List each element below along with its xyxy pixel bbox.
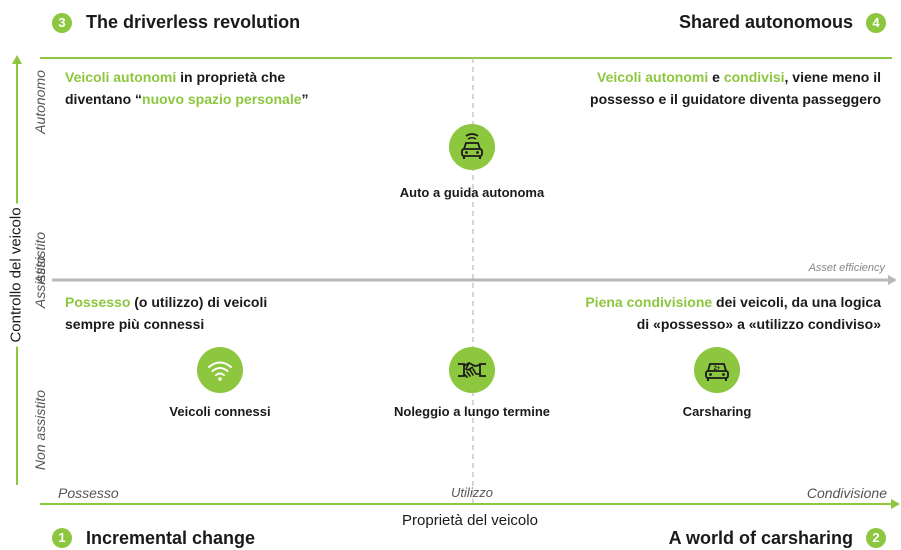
q3-desc-text-1: in proprietà che	[176, 69, 286, 85]
autonomous-car-label: Auto a guida autonoma	[399, 185, 545, 200]
quadrant-4-description: Veicoli autonomi e condivisi, viene meno…	[461, 66, 881, 110]
q4-desc-text-3: possesso e il guidatore diventa passegge…	[590, 91, 881, 107]
quadrant-1-number: 1	[52, 528, 72, 548]
top-divider	[40, 57, 892, 59]
asset-efficiency-arrow	[52, 275, 897, 285]
carsharing-label: Carsharing	[682, 404, 752, 419]
asset-efficiency-label: Asset efficiency	[808, 262, 885, 274]
x-label-possesso: Possesso	[58, 485, 119, 501]
q4-desc-text-1: e	[708, 69, 724, 85]
quadrant-3-title: The driverless revolution	[86, 12, 301, 32]
quadrant-2-title: A world of carsharing	[668, 528, 853, 548]
handshake-icon	[449, 347, 495, 393]
quadrant-2-description: Piena condivisione dei veicoli, da una l…	[461, 291, 881, 335]
q3-desc-text-3: ”	[301, 91, 309, 107]
quadrant-1-description: Possesso (o utilizzo) di veicoli sempre …	[65, 291, 445, 335]
wifi-icon	[197, 347, 243, 393]
q1-desc-text-1: (o utilizzo) di veicoli	[130, 294, 268, 310]
autonomous-car-icon	[449, 124, 495, 170]
q1-desc-text-2: sempre più connessi	[65, 316, 205, 332]
q2-desc-text-1: dei veicoli, da una logica	[712, 294, 881, 310]
quadrant-4-number: 4	[866, 13, 886, 33]
q3-desc-highlight-1: Veicoli autonomi	[65, 69, 177, 85]
svg-text:2+: 2+	[714, 366, 721, 372]
quadrant-3-description: Veicoli autonomi in proprietà che divent…	[65, 66, 445, 110]
x-axis-title: Proprietà del veicolo	[402, 512, 538, 529]
y-label-non-assistito: Non assistito	[32, 389, 48, 471]
q4-desc-highlight-1: Veicoli autonomi	[597, 69, 709, 85]
leasing-label: Noleggio a lungo termine	[393, 404, 551, 419]
quadrant-1-title: Incremental change	[86, 528, 256, 548]
quadrant-3-number: 3	[52, 13, 72, 33]
y-label-autonomo: Autonomo	[32, 70, 48, 134]
x-label-condivisione: Condivisione	[806, 485, 887, 501]
q4-desc-text-2: , viene meno il	[784, 69, 881, 85]
connected-vehicles-label: Veicoli connessi	[169, 404, 271, 419]
y-label-assistito-lower: Assistito	[32, 255, 48, 309]
y-axis-title: Controllo del veicolo	[7, 203, 25, 347]
quadrant-4-title: Shared autonomous	[678, 12, 853, 32]
quadrant-2-number: 2	[866, 528, 886, 548]
x-axis-arrow	[40, 499, 900, 509]
q3-desc-highlight-2: nuovo spazio personale	[142, 91, 302, 107]
q4-desc-highlight-2: condivisi	[723, 69, 785, 85]
shared-car-icon: 2+	[694, 347, 740, 393]
x-label-utilizzo: Utilizzo	[451, 485, 493, 500]
q2-desc-text-2: di «possesso» a «utilizzo condiviso»	[636, 316, 881, 332]
q2-desc-highlight: Piena condivisione	[585, 294, 713, 310]
q3-desc-text-2: diventano “	[65, 91, 143, 107]
q1-desc-highlight: Possesso	[65, 294, 131, 310]
